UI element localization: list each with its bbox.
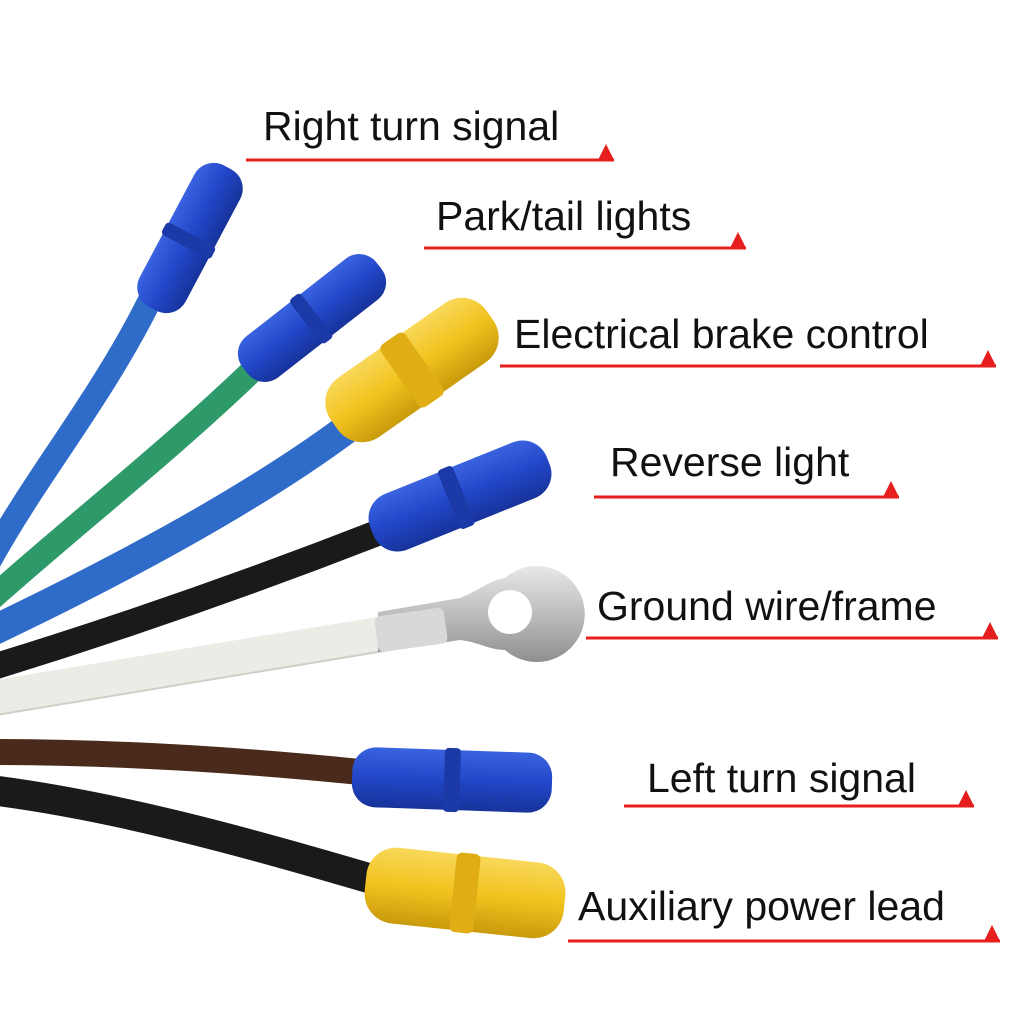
connector-brake-control-icon [325,297,499,443]
label-ground-wire-frame: Ground wire/frame [597,583,937,629]
wire-reverse-light [0,517,398,679]
leader-line-park-tail [424,232,746,250]
connector-park-tail-icon [237,254,387,382]
label-left-turn-signal: Left turn signal [647,755,916,801]
wire-park-tail [0,356,267,608]
connector-reverse-light-icon [368,440,552,552]
label-reverse-light: Reverse light [610,439,850,485]
ring-terminal-icon [374,566,585,662]
wire-aux-power [0,776,390,895]
connector-right-turn-icon [137,162,243,314]
label-electrical-brake-control: Electrical brake control [514,311,929,357]
leader-line-ground [586,622,998,640]
connector-aux-power-icon [364,847,566,939]
leader-line-left-turn [624,790,974,808]
label-right-turn-signal: Right turn signal [263,103,560,149]
connector-left-turn-icon [351,747,553,813]
wire-ground [0,615,407,714]
leader-line-right-turn [246,144,614,162]
label-auxiliary-power-lead: Auxiliary power lead [578,883,945,929]
wire-left-turn [0,739,373,785]
wire-right-turn [0,288,162,567]
label-park-tail-lights: Park/tail lights [436,193,692,239]
wire-brake-control [0,415,360,644]
leader-line-aux-power [568,925,1000,943]
wire-ground-outline [0,649,391,716]
leader-line-brake-control [500,350,996,368]
leader-line-reverse-light [594,481,899,499]
